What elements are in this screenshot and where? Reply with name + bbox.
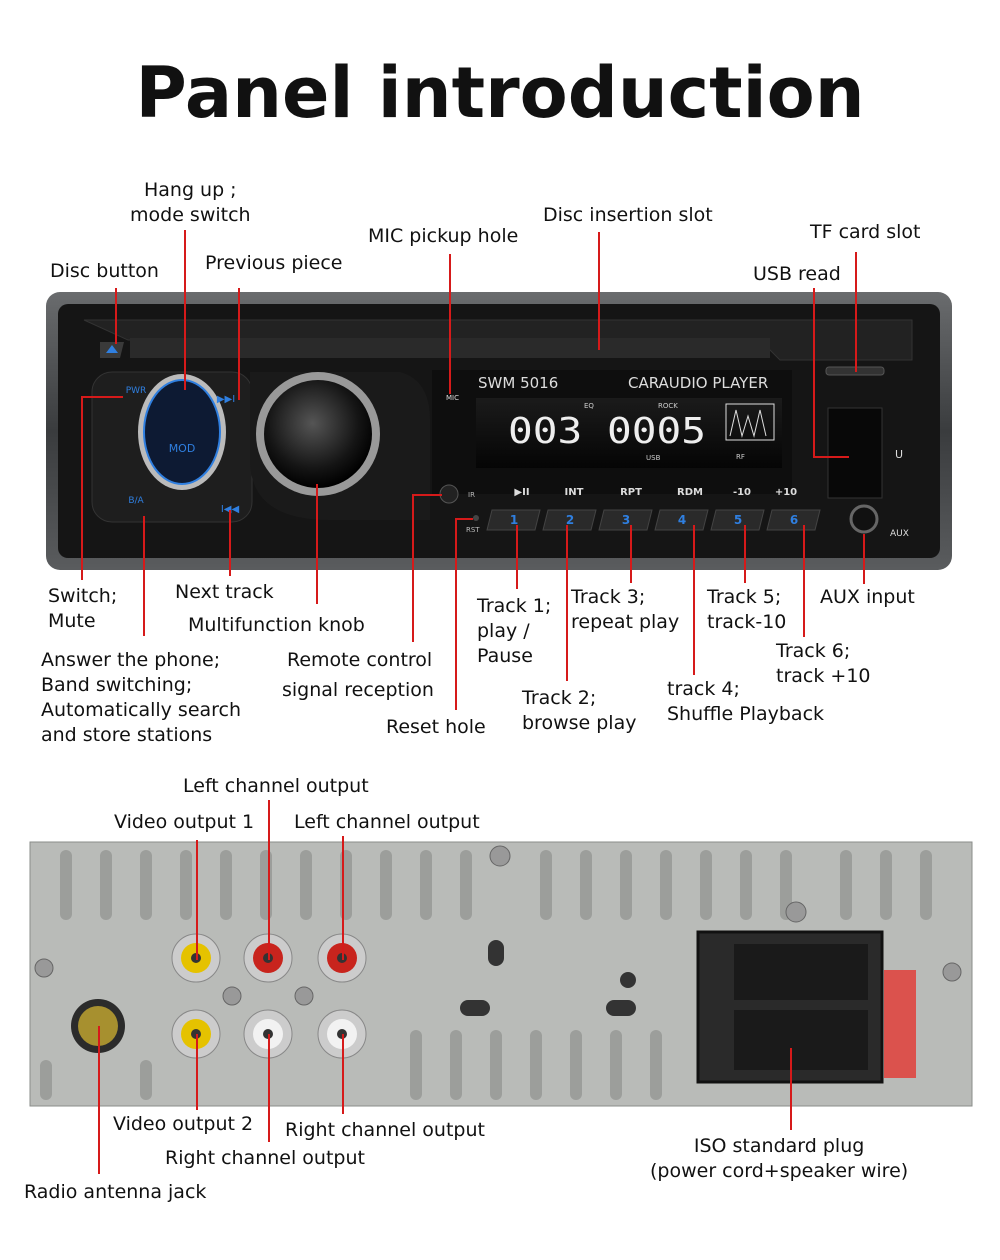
screw <box>942 962 962 982</box>
label-track2: Track 2; browse play <box>522 687 637 734</box>
label-video-output-1: Video output 1 <box>114 811 255 833</box>
label-iso-plug: ISO standard plug (power cord+speaker wi… <box>650 1135 909 1182</box>
label-right-channel-b: Right channel output <box>165 1147 365 1169</box>
lcd-rf: RF <box>736 453 745 461</box>
screw <box>294 986 314 1006</box>
number-keys <box>486 509 821 531</box>
pwr-text: PWR <box>126 386 147 396</box>
label-usb-read: USB read <box>753 263 841 285</box>
label-aux-input: AUX input <box>820 586 915 608</box>
label-track1: Track 1; play / Pause <box>477 595 552 667</box>
label-switch-mute: Switch; Mute <box>48 585 118 632</box>
label-next-track: Next track <box>175 581 274 603</box>
screw <box>489 845 511 867</box>
fk-plus10: +10 <box>775 487 797 498</box>
lcd-rock: ROCK <box>658 402 678 410</box>
mod-button <box>143 379 221 485</box>
key-4-label: 4 <box>678 513 686 527</box>
prev-icon: I◀◀ <box>221 504 240 515</box>
mic-text: MIC <box>446 394 459 402</box>
label-multifunction-knob: Multifunction knob <box>188 614 365 636</box>
front-panel-illustration: MOD PWR B/A ▶▶I I◀◀ SWM 5016 CARAUDIO PL… <box>46 292 952 570</box>
ir-text: IR <box>468 491 475 499</box>
aux-text: AUX <box>890 529 909 539</box>
rst-text: RST <box>466 526 480 534</box>
lcd-spectrum <box>725 403 775 441</box>
screw <box>785 901 807 923</box>
label-track4: track 4; Shuffle Playback <box>667 678 825 725</box>
label-left-channel-top: Left channel output <box>183 775 369 797</box>
label-right-channel-a: Right channel output <box>285 1119 485 1141</box>
reset-hole <box>473 515 479 521</box>
fk-minus10: -10 <box>733 487 751 498</box>
rca-jacks <box>171 933 367 1059</box>
aux-jack <box>849 504 879 534</box>
next-icon: ▶▶I <box>217 394 235 405</box>
fuse <box>884 970 916 1078</box>
multifunction-knob <box>264 380 372 488</box>
ba-text: B/A <box>128 496 144 506</box>
eject-icon <box>106 345 118 353</box>
label-reset-hole: Reset hole <box>386 716 486 738</box>
brand-text: CARAUDIO PLAYER <box>628 374 768 392</box>
label-hang-up: Hang up ; mode switch <box>130 179 251 226</box>
label-radio-antenna: Radio antenna jack <box>24 1181 207 1203</box>
screw <box>222 986 242 1006</box>
key-5 <box>710 509 765 531</box>
usb-u-text: U <box>895 448 903 461</box>
label-mic-pickup: MIC pickup hole <box>368 225 519 247</box>
fk-rpt: RPT <box>620 487 642 498</box>
lcd-usb: USB <box>646 454 661 462</box>
key-3 <box>598 509 653 531</box>
label-disc-slot: Disc insertion slot <box>543 204 713 226</box>
label-tf-slot: TF card slot <box>810 221 921 243</box>
key-6-label: 6 <box>790 513 798 527</box>
label-signal-reception: signal reception <box>282 679 434 701</box>
label-track6: Track 6; track +10 <box>776 640 871 687</box>
label-disc-button: Disc button <box>50 260 159 282</box>
function-key-labels: ▶II INT RPT RDM -10 +10 <box>514 487 797 498</box>
fk-play: ▶II <box>514 487 529 498</box>
lcd-eq: EQ <box>584 402 594 410</box>
screw <box>34 958 54 978</box>
key-3-label: 3 <box>622 513 630 527</box>
lcd-digits: 003 0005 <box>508 411 706 452</box>
key-2-label: 2 <box>566 513 574 527</box>
label-track5: Track 5; track-10 <box>707 586 787 633</box>
key-1-label: 1 <box>510 513 518 527</box>
fk-rdm: RDM <box>677 487 703 498</box>
fk-int: INT <box>565 487 584 498</box>
key-1 <box>486 509 541 531</box>
key-6 <box>766 509 821 531</box>
key-5-label: 5 <box>734 513 742 527</box>
mod-text: MOD <box>169 442 196 455</box>
label-previous-piece: Previous piece <box>205 252 343 274</box>
label-answer-phone: Answer the phone; Band switching; Automa… <box>41 649 242 746</box>
usb-port <box>827 407 883 499</box>
page-title: Panel introduction <box>135 52 865 134</box>
label-track3: Track 3; repeat play <box>571 586 680 633</box>
model-text: SWM 5016 <box>478 374 558 392</box>
label-video-output-2: Video output 2 <box>113 1113 254 1135</box>
label-remote-control: Remote control <box>287 649 433 671</box>
key-2 <box>542 509 597 531</box>
label-left-channel: Left channel output <box>294 811 480 833</box>
